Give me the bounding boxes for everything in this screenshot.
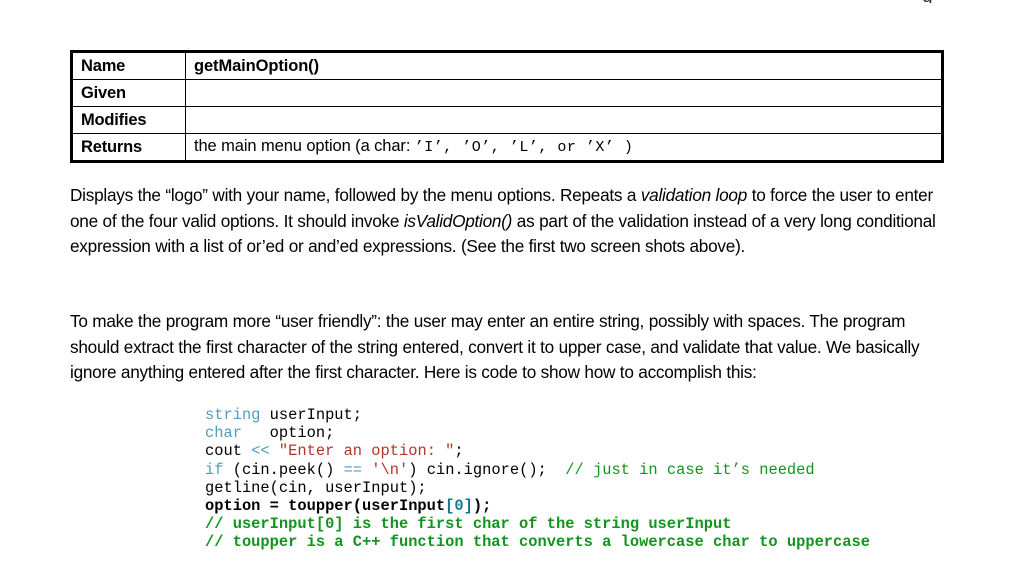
table-row: Given — [71, 79, 943, 107]
code-token: '\n' — [371, 460, 409, 479]
code-line: cout << "Enter an option: "; — [205, 442, 870, 460]
code-token: // just in case it’s needed — [565, 460, 815, 479]
table-row: Returns the main menu option (a char: ’I… — [71, 133, 943, 162]
row-value-modifies — [185, 106, 943, 134]
code-token: (cin.peek() — [223, 460, 344, 479]
code-token: cout — [205, 442, 252, 461]
row-label-modifies: Modifies — [71, 106, 186, 134]
code-token: ; — [454, 442, 464, 461]
code-token: if — [205, 460, 224, 479]
code-line: if (cin.peek() == '\n') cin.ignore(); //… — [205, 461, 870, 479]
code-token: // userInput[0] is the first char of the… — [205, 515, 732, 534]
description-paragraph-1: Displays the “logo” with your name, foll… — [70, 183, 942, 260]
code-line: // userInput[0] is the first char of the… — [205, 515, 870, 533]
code-token: "Enter an option: " — [278, 442, 455, 461]
returns-text: the main menu option (a char: — [194, 137, 415, 156]
row-value-returns: the main menu option (a char: ’I’, ’O’, … — [185, 133, 943, 162]
code-token: userInput; — [260, 406, 363, 424]
p1-emphasis-isvalidoption: isValidOption() — [403, 210, 513, 231]
spec-table-body: Name getMainOption() Given Modifies Retu… — [71, 51, 943, 162]
row-value-name: getMainOption() — [185, 51, 943, 80]
table-row: Name getMainOption() — [71, 51, 943, 80]
code-token: option = toupper(userInput — [205, 496, 446, 515]
code-token: // toupper is a C++ function that conver… — [205, 533, 870, 552]
clipped-text-fragment: g — [922, 0, 952, 3]
code-line: // toupper is a C++ function that conver… — [205, 533, 870, 551]
p1-segment-1: Displays the “logo” with your name, foll… — [70, 185, 641, 205]
code-token: << — [251, 442, 270, 461]
code-line: option = toupper(userInput[0]); — [205, 497, 870, 515]
row-label-given: Given — [71, 79, 186, 107]
code-token — [270, 442, 279, 460]
p1-emphasis-validation-loop: validation loop — [640, 185, 748, 205]
row-label-name: Name — [71, 51, 186, 80]
code-token: getline(cin, userInput); — [205, 478, 427, 497]
table-row: Modifies — [71, 106, 943, 134]
code-line: getline(cin, userInput); — [205, 479, 870, 497]
code-token — [362, 461, 371, 479]
code-line: string userInput; — [205, 406, 870, 424]
code-token: ); — [472, 496, 492, 515]
function-spec-table: Name getMainOption() Given Modifies Retu… — [70, 50, 944, 163]
code-sample-block: string userInput;char option;cout << "En… — [205, 406, 870, 552]
p1-segment-3: as part of the validation instead of a v… — [70, 210, 936, 257]
code-token: == — [343, 460, 363, 479]
code-token: string — [205, 406, 261, 424]
description-paragraph-2: To make the program more “user friendly”… — [70, 311, 920, 383]
row-label-returns: Returns — [71, 133, 186, 162]
code-token: ) cin.ignore(); — [408, 460, 566, 479]
row-value-given — [185, 79, 943, 107]
p1-segment-2: to force the user to enter one of the fo… — [70, 185, 933, 231]
code-token: option; — [241, 424, 335, 443]
returns-char-literals: ’I’, ’O’, ’L’, or ’X’ ) — [414, 139, 634, 157]
code-token: [0] — [445, 496, 473, 515]
code-token: char — [205, 424, 242, 443]
code-line: char option; — [205, 424, 870, 442]
